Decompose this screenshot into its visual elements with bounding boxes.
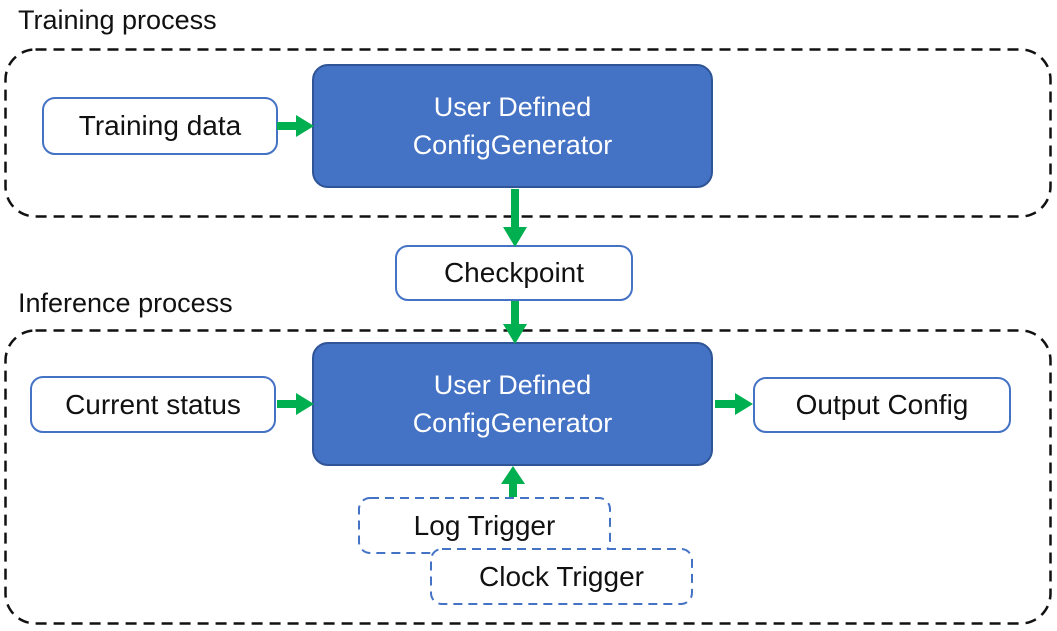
arrow-generator-to-checkpoint: [503, 189, 527, 247]
clock-trigger-label: Clock Trigger: [479, 560, 644, 592]
arrow-checkpoint-to-generator: [503, 301, 527, 344]
inference-process-label: Inference process: [18, 288, 233, 318]
generator-training-line2: ConfigGenerator: [412, 130, 613, 160]
output-config-label: Output Config: [795, 389, 969, 420]
checkpoint-label: Checkpoint: [443, 257, 585, 288]
checkpoint-node: Checkpoint: [395, 245, 633, 301]
output-config-node: Output Config: [753, 377, 1011, 433]
inference-process-container: [4, 329, 1052, 625]
arrow-current-status-to-generator: [277, 393, 314, 415]
generator-inference-line2: ConfigGenerator: [412, 408, 613, 438]
log-trigger-node: Log Trigger: [358, 497, 611, 554]
generator-training-node: User Defined ConfigGenerator: [312, 64, 713, 188]
current-status-node: Current status: [30, 376, 276, 433]
arrow-training-data-to-generator: [277, 115, 314, 137]
generator-inference-node: User Defined ConfigGenerator: [312, 342, 713, 466]
training-data-label: Training data: [78, 110, 242, 141]
generator-inference-line1: User Defined: [433, 370, 592, 400]
log-trigger-label: Log Trigger: [413, 509, 556, 541]
training-data-node: Training data: [42, 97, 278, 155]
current-status-label: Current status: [65, 388, 241, 420]
clock-trigger-node: Clock Trigger: [430, 548, 693, 605]
training-process-label: Training process: [18, 5, 217, 35]
training-process-container: [4, 48, 1052, 218]
arrow-trigger-to-generator: [501, 466, 525, 497]
clock-trigger-frame: [430, 548, 693, 605]
arrow-generator-to-output-config: [715, 393, 753, 415]
generator-training-line1: User Defined: [433, 92, 592, 122]
